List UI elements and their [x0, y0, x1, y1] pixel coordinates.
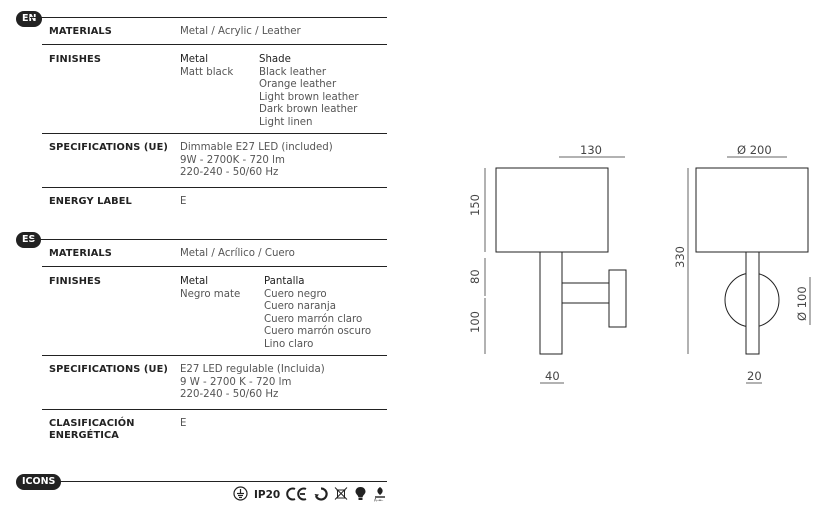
- front-wall-plate: [724, 272, 780, 328]
- front-stem: [745, 251, 760, 355]
- recycle-icon: [314, 486, 328, 504]
- divider: [30, 239, 387, 240]
- shade-value: Cuero marrón claro: [264, 313, 363, 325]
- dim-label-plate-diameter: Ø 100: [795, 286, 809, 321]
- svg-text:A→←: A→←: [374, 497, 384, 502]
- materials-value: Metal / Acrílico / Cuero: [180, 248, 295, 259]
- divider: [42, 266, 387, 267]
- metal-value: Negro mate: [180, 288, 241, 300]
- certification-icons: IP20 A→←: [233, 486, 387, 505]
- dim-label-total-height: 330: [673, 246, 687, 268]
- earth-ground-icon: [233, 486, 248, 504]
- dim-label-shade-height: 150: [468, 194, 482, 216]
- specifications-label: SPECIFICATIONS (UE): [49, 142, 168, 153]
- materials-label: MATERIALS: [49, 248, 112, 259]
- finishes-label: FINISHES: [49, 276, 101, 287]
- energy-label-line: ENERGÉTICA: [49, 430, 119, 441]
- shade-value: Dark brown leather: [259, 104, 358, 115]
- dim-label-width: 130: [580, 143, 602, 157]
- divider: [42, 133, 387, 134]
- ce-mark-icon: [286, 487, 308, 504]
- divider: [56, 481, 387, 482]
- metal-header: Metal: [180, 54, 209, 65]
- shade-value: Lino claro: [264, 338, 314, 350]
- shade-column: Pantalla Cuero negro Cuero naranja Cuero…: [264, 276, 371, 351]
- icons-badge: ICONS: [16, 474, 62, 490]
- shade-value: Light brown leather: [259, 91, 359, 103]
- dim-label-stem-width: 20: [747, 369, 762, 383]
- shade-header: Shade: [259, 54, 291, 65]
- metal-column: Metal Negro mate: [180, 276, 240, 301]
- shade-value: Orange leather: [259, 79, 337, 90]
- dim-label-diameter: Ø 200: [737, 143, 772, 157]
- side-wall-plate: [608, 269, 627, 328]
- shade-header: Pantalla: [264, 276, 305, 287]
- divider: [42, 44, 387, 45]
- energy-label: ENERGY LABEL: [49, 196, 132, 207]
- front-shade: [695, 167, 809, 253]
- spec-line: 9 W - 2700 K - 720 lm: [180, 376, 292, 388]
- lang-badge-es: ES: [16, 232, 42, 248]
- dim-label-mount-height: 100: [468, 311, 482, 333]
- energy-value: E: [180, 418, 187, 429]
- spec-line: Dimmable E27 LED (included): [180, 142, 333, 153]
- dimmable-icon: A→←: [373, 486, 387, 505]
- spec-line: 220-240 - 50/60 Hz: [180, 389, 279, 400]
- led-bulb-icon: [354, 486, 367, 504]
- specifications-label: SPECIFICATIONS (UE): [49, 364, 168, 375]
- dim-label-stem-height: 80: [468, 269, 482, 284]
- divider: [42, 409, 387, 410]
- lang-badge-en: EN: [16, 11, 43, 27]
- shade-value: Cuero negro: [264, 288, 327, 300]
- weee-bin-icon: [334, 486, 348, 504]
- metal-value: Matt black: [180, 66, 234, 78]
- metal-column: Metal Matt black: [180, 54, 233, 79]
- shade-value: Light linen: [259, 116, 313, 128]
- divider: [30, 17, 387, 18]
- side-shade: [495, 167, 609, 253]
- metal-header: Metal: [180, 276, 209, 287]
- side-stem: [539, 251, 563, 355]
- shade-value: Cuero marrón oscuro: [264, 326, 372, 337]
- divider: [42, 355, 387, 356]
- shade-value: Cuero naranja: [264, 301, 336, 312]
- energy-value: E: [180, 196, 187, 207]
- energy-label-line: CLASIFICACIÓN: [49, 418, 135, 429]
- materials-label: MATERIALS: [49, 26, 112, 37]
- materials-value: Metal / Acrylic / Leather: [180, 26, 301, 37]
- finishes-label: FINISHES: [49, 54, 101, 65]
- dim-label-depth: 40: [545, 369, 560, 383]
- spec-line: E27 LED regulable (Incluida): [180, 364, 325, 375]
- ip20-icon: IP20: [254, 489, 281, 501]
- side-arm: [561, 282, 610, 304]
- spec-line: 220-240 - 50/60 Hz: [180, 167, 279, 178]
- spec-line: 9W - 2700K - 720 lm: [180, 154, 285, 166]
- divider: [42, 187, 387, 188]
- shade-column: Shade Black leather Orange leather Light…: [259, 54, 359, 129]
- specifications-value: E27 LED regulable (Incluida) 9 W - 2700 …: [180, 364, 325, 402]
- energy-label: CLASIFICACIÓN ENERGÉTICA: [49, 418, 135, 442]
- shade-value: Black leather: [259, 66, 327, 78]
- specifications-value: Dimmable E27 LED (included) 9W - 2700K -…: [180, 142, 333, 180]
